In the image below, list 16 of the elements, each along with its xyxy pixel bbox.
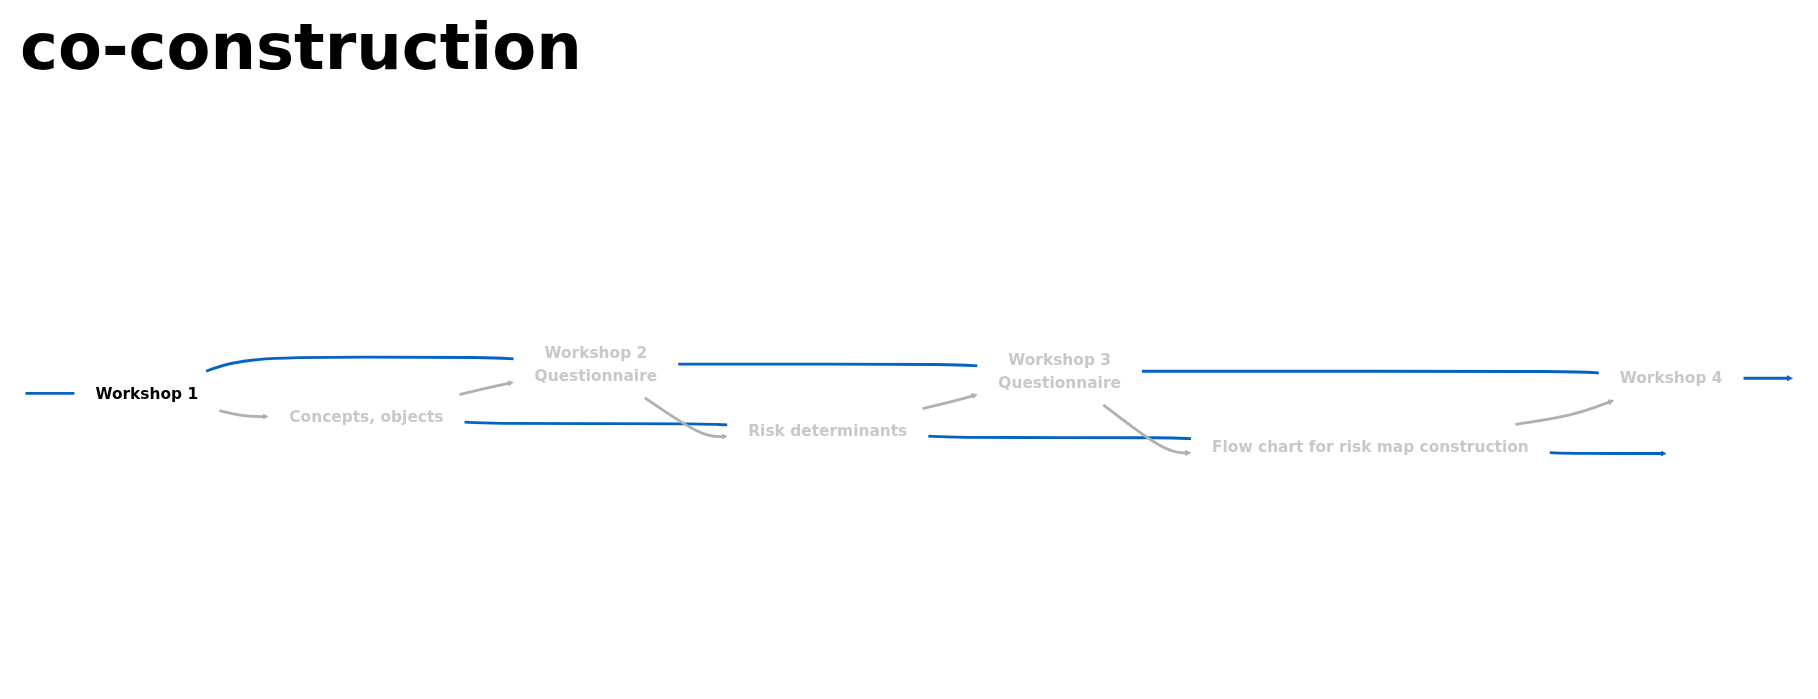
text-label: Workshop 1	[95, 384, 199, 403]
title: co-construction	[20, 10, 582, 84]
arrow	[459, 380, 514, 397]
connector-line	[464, 421, 728, 427]
connector-line	[678, 363, 978, 368]
arrow	[1549, 450, 1667, 457]
arrow	[1515, 399, 1615, 427]
connector-line	[1141, 370, 1599, 375]
arrow	[644, 397, 728, 440]
connector-line	[928, 435, 1192, 441]
connector-line	[25, 392, 75, 396]
arrow	[1102, 404, 1192, 457]
arrow	[218, 409, 269, 421]
connector-line	[205, 356, 514, 373]
arrow	[1743, 375, 1793, 382]
arrow	[922, 393, 978, 411]
